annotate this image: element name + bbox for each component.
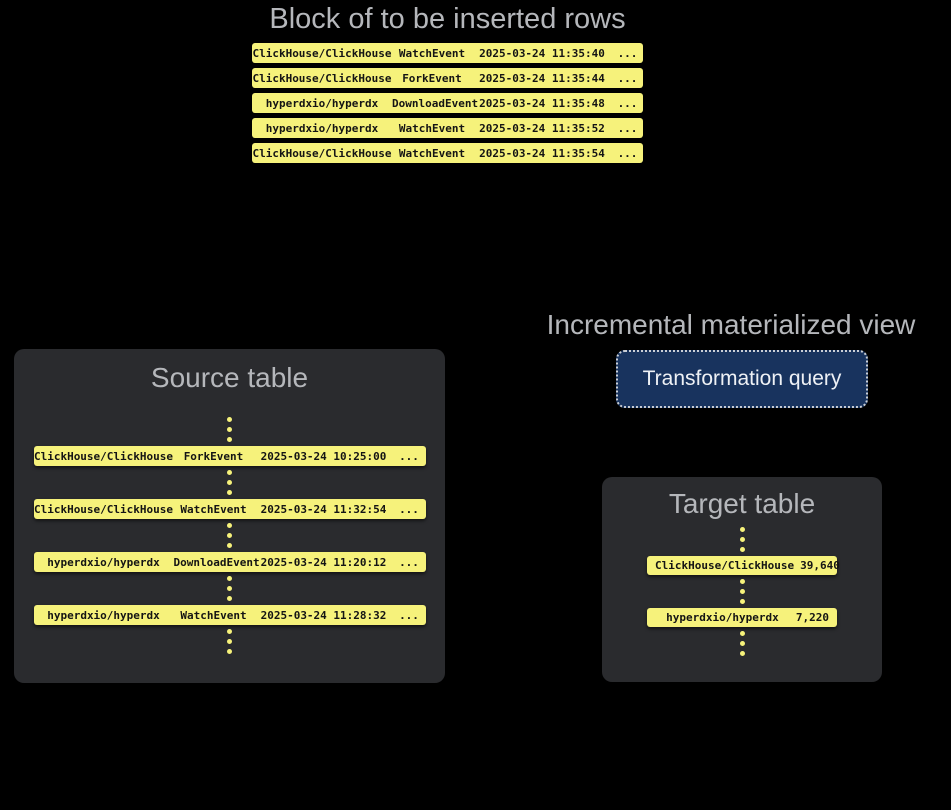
ellipsis-dots — [739, 579, 745, 604]
row-timestamp: 2025-03-24 11:35:54 — [479, 146, 605, 160]
dot-icon — [227, 533, 232, 538]
row-event: ForkEvent — [183, 449, 244, 463]
row-timestamp: 2025-03-24 11:20:12 — [260, 555, 387, 569]
insert-row: ClickHouse/ClickHouse WatchEvent 2025-03… — [252, 43, 643, 63]
dot-icon — [739, 579, 745, 584]
source-table-panel: Source table ClickHouse/ClickHouse ForkE… — [14, 349, 445, 683]
row-more-ellipsis: ... — [617, 46, 638, 60]
row-timestamp: 2025-03-24 11:35:52 — [479, 121, 605, 135]
row-repo: hyperdxio/hyperdx — [47, 608, 160, 622]
transformation-query-label: Transformation query — [642, 367, 842, 390]
dot-icon — [739, 527, 745, 532]
row-timestamp: 2025-03-24 10:25:00 — [260, 449, 387, 463]
transformation-query-box: Transformation query — [616, 350, 868, 408]
row-more-ellipsis: ... — [617, 146, 638, 160]
ellipsis-dots — [227, 629, 232, 654]
dot-icon — [739, 599, 745, 604]
row-timestamp: 2025-03-24 11:32:54 — [260, 502, 387, 516]
dot-icon — [227, 480, 232, 485]
dot-icon — [227, 417, 232, 422]
insert-row: ClickHouse/ClickHouse WatchEvent 2025-03… — [252, 143, 643, 163]
source-row: ClickHouse/ClickHouse WatchEvent 2025-03… — [33, 499, 426, 519]
row-repo: ClickHouse/ClickHouse — [252, 146, 392, 160]
row-event: ForkEvent — [402, 71, 462, 85]
materialized-view-title: Incremental materialized view — [546, 309, 916, 340]
target-table-panel: Target table ClickHouse/ClickHouse 39,64… — [602, 477, 882, 682]
source-row: hyperdxio/hyperdx WatchEvent 2025-03-24 … — [33, 605, 426, 625]
dot-icon — [227, 490, 232, 495]
row-count: 39,640 — [800, 559, 840, 572]
row-more-ellipsis: ... — [399, 608, 419, 622]
dot-icon — [739, 651, 745, 656]
dot-icon — [227, 649, 232, 654]
row-repo: ClickHouse/ClickHouse — [33, 502, 174, 516]
row-count: 7,220 — [795, 611, 829, 624]
dot-icon — [227, 427, 232, 432]
insert-block-title: Block of to be inserted rows — [269, 3, 626, 35]
ellipsis-dots — [227, 470, 232, 495]
dot-icon — [227, 639, 232, 644]
target-table-title: Target table — [668, 488, 816, 519]
dot-icon — [227, 470, 232, 475]
row-event: WatchEvent — [398, 46, 466, 60]
row-event: DownloadEvent — [392, 96, 479, 110]
row-more-ellipsis: ... — [399, 555, 419, 569]
row-more-ellipsis: ... — [617, 71, 638, 85]
row-timestamp: 2025-03-24 11:35:44 — [479, 71, 605, 85]
row-repo: ClickHouse/ClickHouse — [252, 46, 392, 60]
row-repo: hyperdxio/hyperdx — [666, 611, 779, 624]
target-row: hyperdxio/hyperdx 7,220 — [647, 608, 837, 627]
dot-icon — [227, 523, 232, 528]
dot-icon — [227, 576, 232, 581]
row-repo: hyperdxio/hyperdx — [47, 555, 160, 569]
row-event: WatchEvent — [180, 608, 247, 622]
row-timestamp: 2025-03-24 11:28:32 — [260, 608, 387, 622]
row-more-ellipsis: ... — [399, 449, 419, 463]
row-more-ellipsis: ... — [617, 121, 638, 135]
dot-icon — [739, 537, 745, 542]
row-timestamp: 2025-03-24 11:35:48 — [479, 96, 605, 110]
row-more-ellipsis: ... — [399, 502, 419, 516]
source-table-title: Source table — [150, 362, 309, 393]
target-row: ClickHouse/ClickHouse 39,640 — [647, 556, 840, 575]
dot-icon — [739, 589, 745, 594]
dot-icon — [739, 641, 745, 646]
insert-row: hyperdxio/hyperdx WatchEvent 2025-03-24 … — [252, 118, 643, 138]
source-row: ClickHouse/ClickHouse ForkEvent 2025-03-… — [33, 446, 426, 466]
row-repo: ClickHouse/ClickHouse — [33, 449, 174, 463]
dot-icon — [227, 629, 232, 634]
dot-icon — [739, 631, 745, 636]
insert-row: ClickHouse/ClickHouse ForkEvent 2025-03-… — [252, 68, 643, 88]
ellipsis-dots — [739, 527, 745, 552]
row-repo: hyperdxio/hyperdx — [265, 121, 379, 135]
row-event: WatchEvent — [180, 502, 247, 516]
dot-icon — [227, 543, 232, 548]
row-more-ellipsis: ... — [617, 96, 638, 110]
row-event: WatchEvent — [398, 146, 466, 160]
row-repo: ClickHouse/ClickHouse — [252, 71, 392, 85]
insert-row: hyperdxio/hyperdx DownloadEvent 2025-03-… — [252, 93, 643, 113]
ellipsis-dots — [227, 523, 232, 548]
row-repo: ClickHouse/ClickHouse — [655, 559, 795, 572]
insert-block: Block of to be inserted rows ClickHouse/… — [252, 2, 643, 168]
row-repo: hyperdxio/hyperdx — [265, 96, 379, 110]
row-event: DownloadEvent — [173, 555, 260, 569]
dot-icon — [227, 586, 232, 591]
dot-icon — [739, 547, 745, 552]
dot-icon — [227, 437, 232, 442]
ellipsis-dots — [227, 417, 232, 442]
ellipsis-dots — [227, 576, 232, 601]
source-row: hyperdxio/hyperdx DownloadEvent 2025-03-… — [33, 552, 426, 572]
ellipsis-dots — [739, 631, 745, 656]
row-timestamp: 2025-03-24 11:35:40 — [479, 46, 605, 60]
row-event: WatchEvent — [398, 121, 466, 135]
dot-icon — [227, 596, 232, 601]
